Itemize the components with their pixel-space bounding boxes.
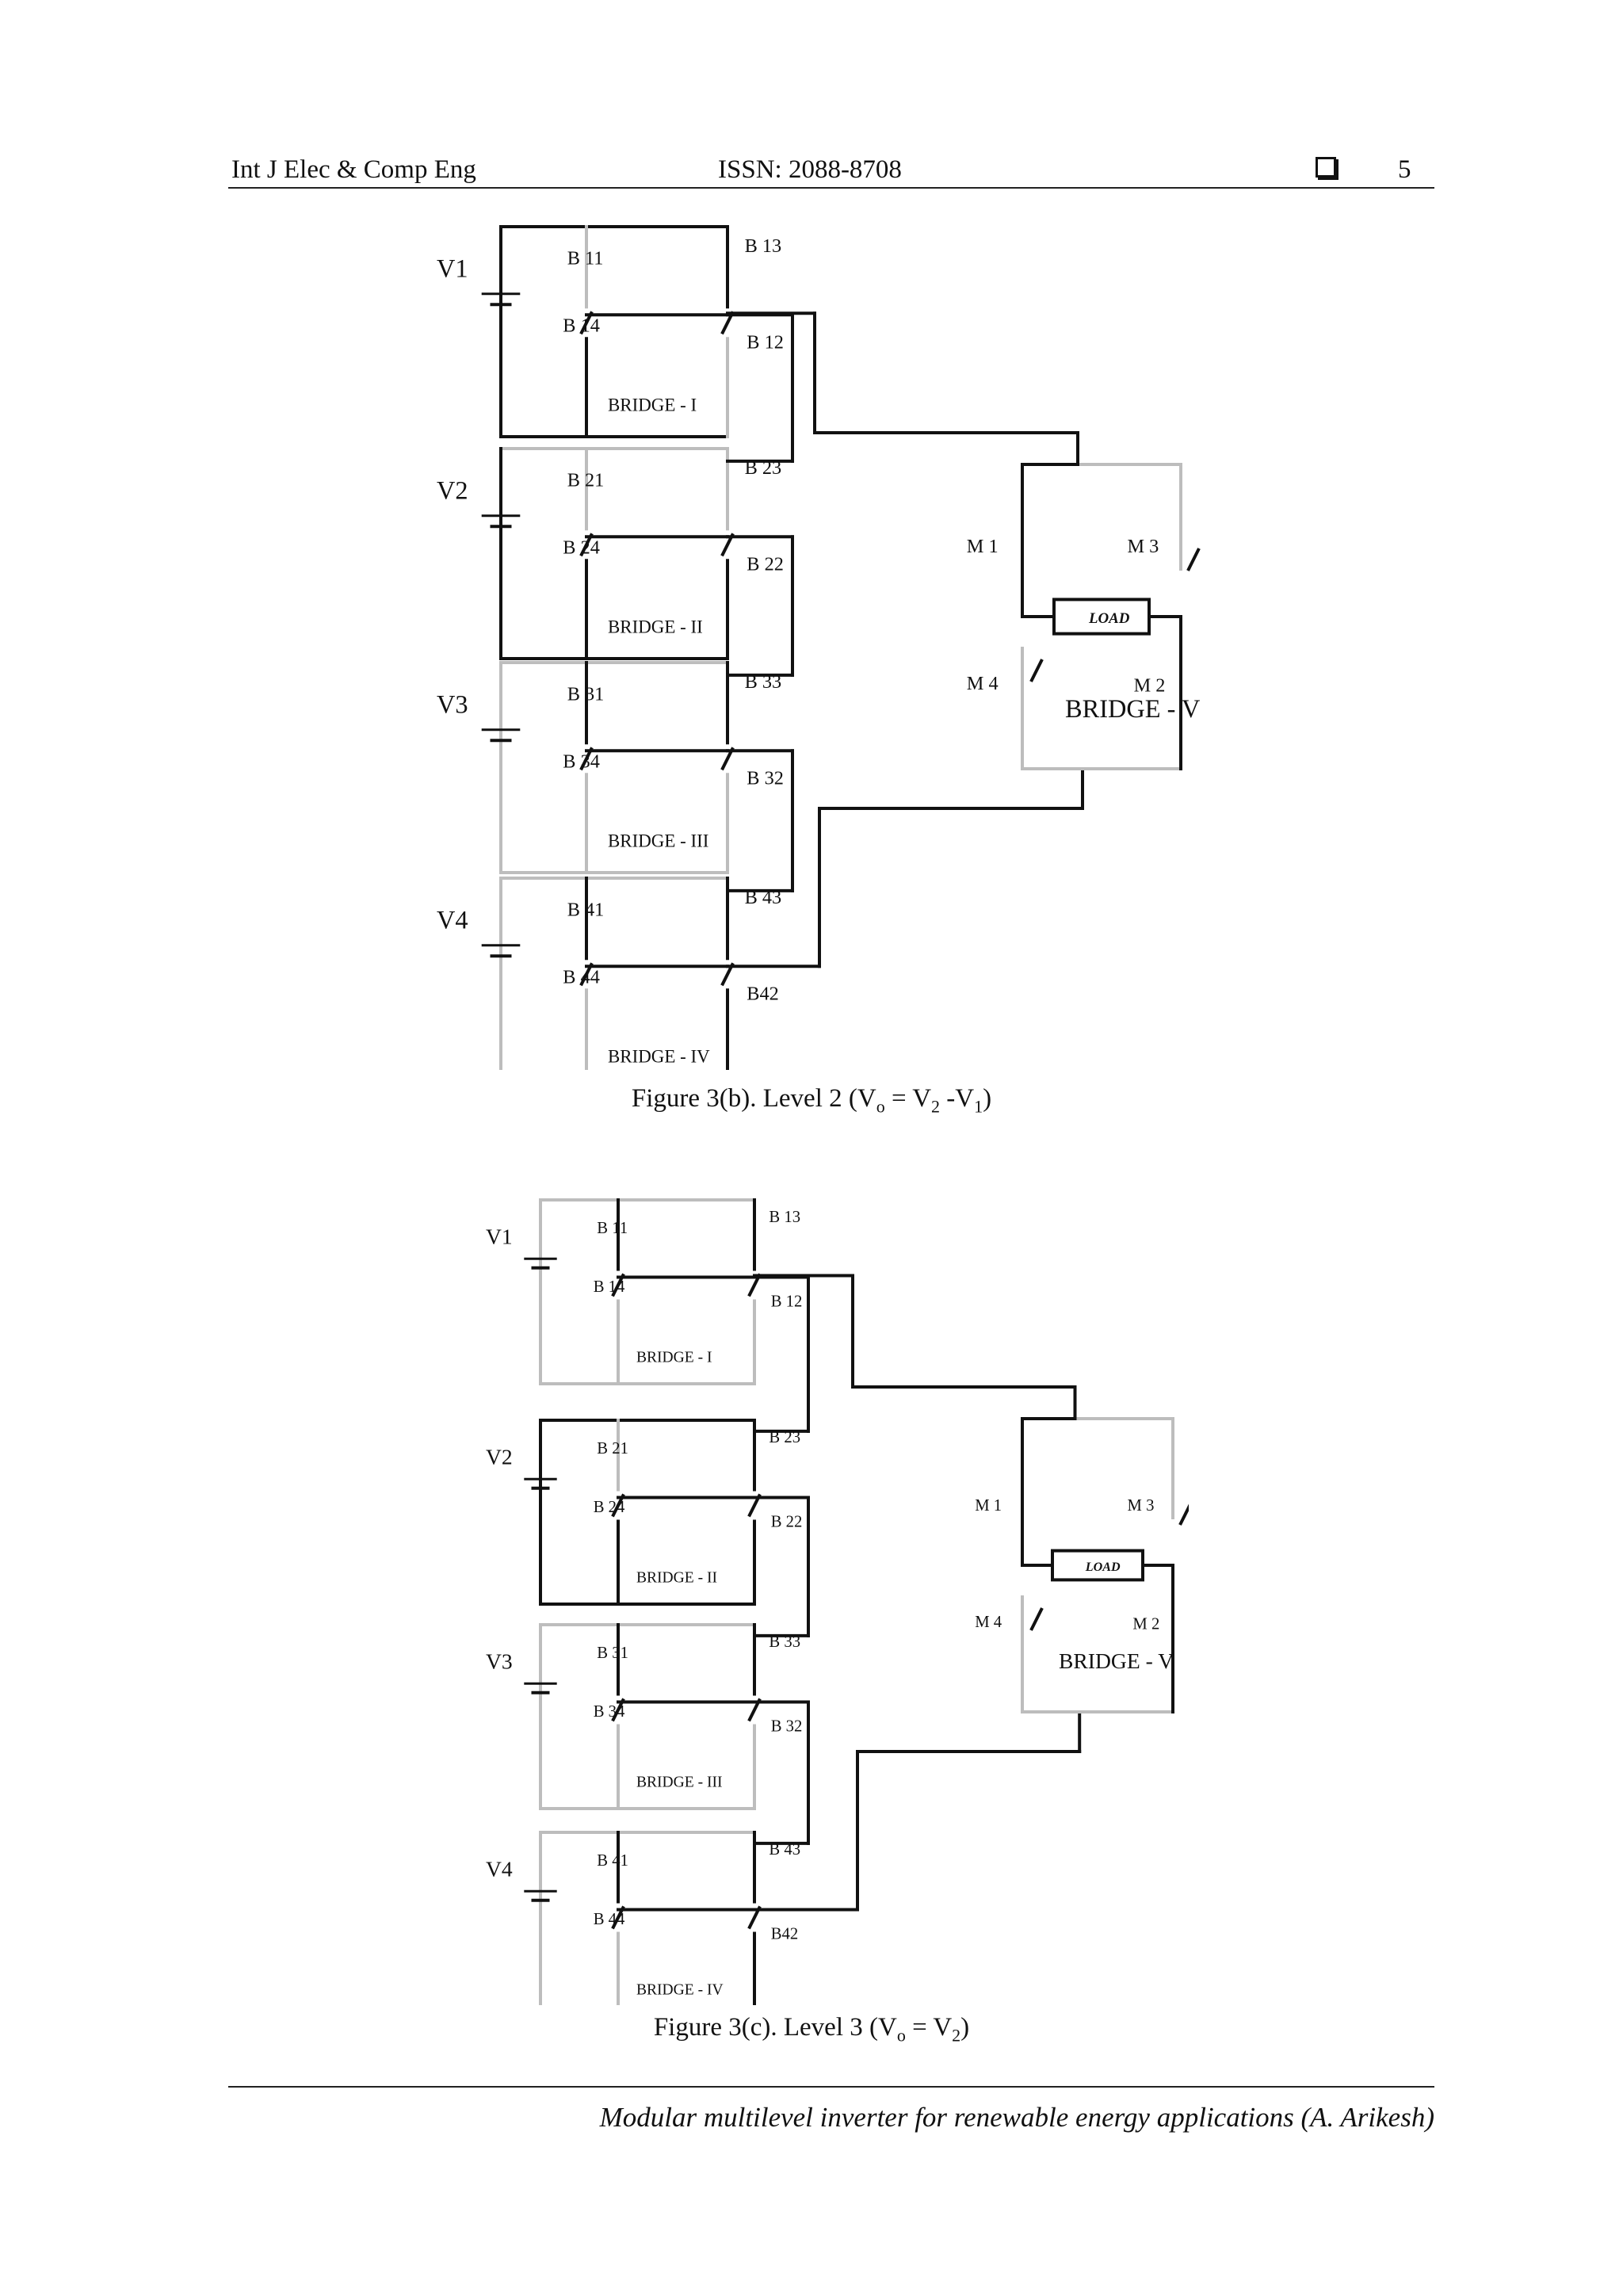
bridge-label: BRIDGE - V xyxy=(1059,1648,1174,1673)
switch-label: B 44 xyxy=(563,967,600,988)
switch-label: B 24 xyxy=(594,1499,625,1516)
h-bridge-5: LOAD M 1 M 4 M 3 M 2 BRIDGE - V xyxy=(975,1417,1193,1713)
switch-label: B 31 xyxy=(567,684,605,705)
h-bridge-1: V1 B 11 B 14 B 13 B 12 BRIDGE - I xyxy=(437,225,784,438)
bridge-label: BRIDGE - II xyxy=(636,1569,717,1586)
switch-label: B 41 xyxy=(597,1852,628,1870)
footer-rule xyxy=(228,2086,1434,2088)
switch-label: B 14 xyxy=(563,315,600,337)
switch-label: B 32 xyxy=(771,1718,803,1736)
switch-symbol xyxy=(579,533,594,557)
switch-symbol xyxy=(579,962,594,987)
switch-label: B 12 xyxy=(747,332,784,353)
square-outline-icon xyxy=(1316,157,1336,178)
switch-label: B 24 xyxy=(563,537,600,559)
switch-label: M 4 xyxy=(967,673,999,694)
source-label: V3 xyxy=(486,1649,513,1674)
source-label: V1 xyxy=(486,1224,513,1249)
switch-symbol xyxy=(1029,1607,1044,1631)
journal-name: Int J Elec & Comp Eng xyxy=(231,155,476,184)
switch-label: B 11 xyxy=(597,1220,628,1237)
issn: ISSN: 2088-8708 xyxy=(718,155,902,184)
switch-label: B 22 xyxy=(771,1514,803,1531)
switch-label: M 2 xyxy=(1134,675,1166,697)
switch-symbol xyxy=(1178,1502,1193,1526)
circuit-svg: V1 B 11 B 14 B 13 B 12 BRIDGE - I V2 B 21 B 24 B … xyxy=(486,1198,1193,2018)
switch-label: B 21 xyxy=(567,470,605,491)
figure-3b-caption: Figure 3(b). Level 2 (Vo = V2 -V1) xyxy=(631,1084,992,1117)
switch-label: B 31 xyxy=(597,1645,628,1662)
source-label: V4 xyxy=(437,907,468,935)
switch-label: M 3 xyxy=(1128,1497,1155,1515)
figure-3c-caption: Figure 3(c). Level 3 (Vo = V2) xyxy=(653,2013,970,2046)
source-label: V3 xyxy=(437,691,468,720)
switch-label: B 12 xyxy=(771,1293,803,1311)
switch-symbol xyxy=(1186,548,1201,571)
bridge-label: BRIDGE - I xyxy=(608,395,697,415)
switch-symbol xyxy=(1029,659,1044,682)
h-bridge-3: V3 B 31 B 34 B 33 B 32 BRIDGE - III xyxy=(486,1623,803,1810)
switch-label: B 14 xyxy=(594,1278,625,1296)
page-number: 5 xyxy=(1398,155,1411,184)
bridge-label: BRIDGE - III xyxy=(608,831,708,851)
switch-label: B 41 xyxy=(567,900,605,921)
load-resistor xyxy=(1051,1549,1144,1582)
switch-label: M 1 xyxy=(967,536,999,557)
load-resistor xyxy=(1052,598,1151,636)
page-header: Int J Elec & Comp Eng ISSN: 2088-8708 5 xyxy=(228,152,1434,187)
switch-label: M 1 xyxy=(975,1497,1002,1515)
figure-3b-circuit: V1 B 11 B 14 B 13 B 12 BRIDGE - I V2 B 21 B 24 B … xyxy=(428,214,1220,1090)
footer-text: Modular multilevel inverter for renewabl… xyxy=(599,2102,1434,2133)
switch-label: B 32 xyxy=(747,768,784,789)
bridge-label: BRIDGE - I xyxy=(636,1349,712,1366)
switch-symbol xyxy=(611,1273,625,1297)
switch-label: B 34 xyxy=(594,1703,625,1721)
switch-label: B 13 xyxy=(745,235,782,257)
figure-3c-circuit: V1 B 11 B 14 B 13 B 12 BRIDGE - I V2 B 21 B 24 B … xyxy=(475,1181,1193,2018)
switch-label: B 22 xyxy=(747,554,784,575)
bridge-label: BRIDGE - IV xyxy=(608,1047,710,1067)
switch-symbol xyxy=(579,747,594,771)
bridge-label: BRIDGE - II xyxy=(608,617,703,637)
switch-label: B 23 xyxy=(769,1429,800,1446)
switch-symbol xyxy=(611,1698,625,1722)
bridge-label: BRIDGE - III xyxy=(636,1774,722,1790)
switch-symbol xyxy=(579,311,594,335)
switch-label: B42 xyxy=(747,984,779,1005)
switch-label: M 3 xyxy=(1128,536,1159,557)
switch-label: B 13 xyxy=(769,1209,800,1226)
switch-label: B 43 xyxy=(769,1841,800,1859)
header-rule xyxy=(228,187,1434,189)
source-label: V2 xyxy=(486,1445,513,1469)
source-label: V1 xyxy=(437,255,468,284)
switch-label: B 33 xyxy=(769,1633,800,1651)
switch-symbol xyxy=(611,1493,625,1518)
bridge-label: BRIDGE - V xyxy=(1065,695,1201,724)
switch-label: B42 xyxy=(771,1926,799,1943)
bridge-label: BRIDGE - IV xyxy=(636,1981,724,1998)
circuit-svg: V1 B 11 B 14 B 13 B 12 BRIDGE - I V2 B 21 B 24 B … xyxy=(437,225,1201,1090)
load-label: LOAD xyxy=(1088,610,1130,627)
switch-label: B 11 xyxy=(567,248,604,269)
switch-label: B 21 xyxy=(597,1440,628,1457)
source-label: V2 xyxy=(437,477,468,506)
interconnect xyxy=(753,1274,1082,1912)
source-label: V4 xyxy=(486,1857,513,1881)
interconnect xyxy=(726,311,1084,968)
load-label: LOAD xyxy=(1085,1561,1121,1574)
switch-label: M 2 xyxy=(1132,1616,1159,1633)
switch-label: B 44 xyxy=(594,1911,625,1928)
switch-symbol xyxy=(611,1905,625,1930)
switch-label: B 34 xyxy=(563,751,600,773)
h-bridge-2: V2 B 21 B 24 B 23 B 22 BRIDGE - II xyxy=(486,1419,803,1606)
h-bridge-1: V1 B 11 B 14 B 13 B 12 BRIDGE - I xyxy=(486,1198,803,1385)
switch-label: M 4 xyxy=(975,1614,1002,1631)
